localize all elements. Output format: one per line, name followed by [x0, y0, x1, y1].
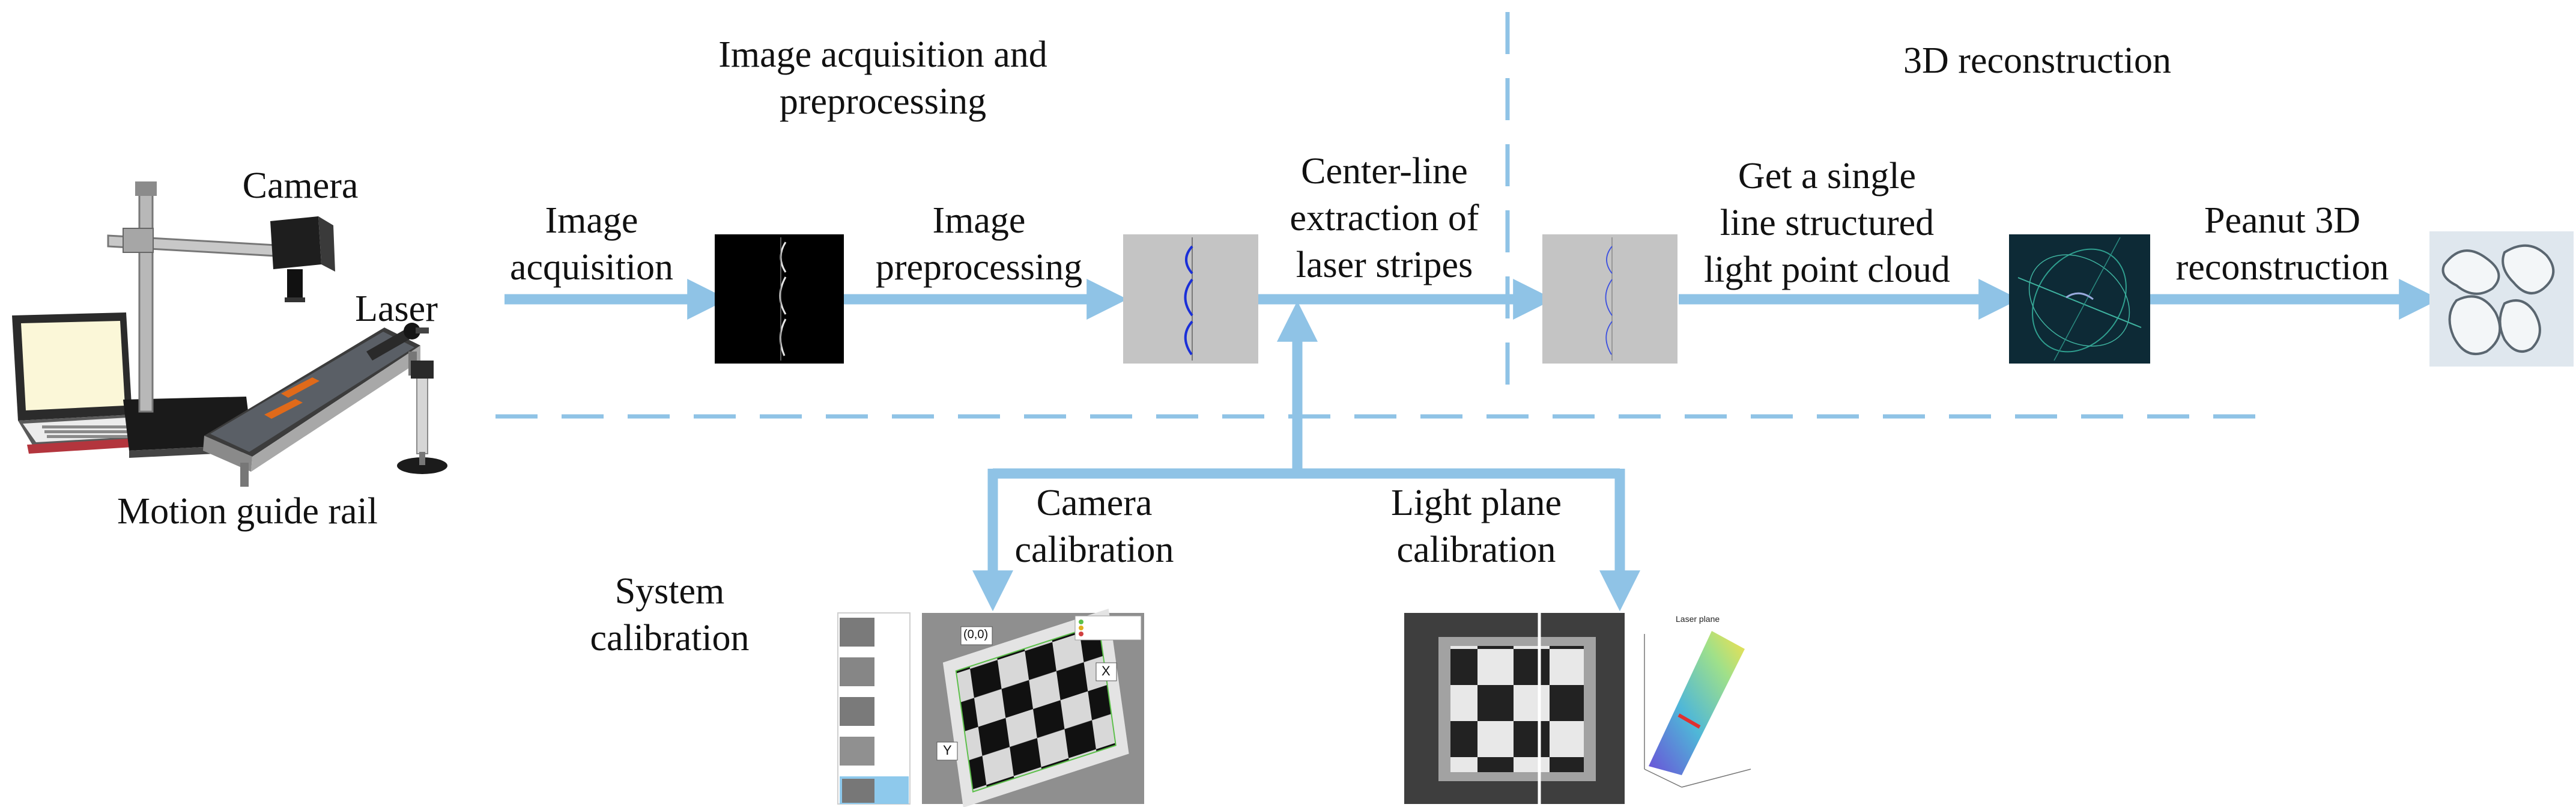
acquired-laser-image	[715, 234, 844, 364]
laser-icon	[366, 323, 447, 474]
camera-icon	[270, 216, 335, 302]
laser-plane-plot-title: Laser plane	[1676, 614, 1720, 624]
preprocessed-laser-image	[1123, 234, 1258, 364]
origin-marker-label: (0,0)	[963, 628, 989, 641]
light-plane-calibration-label: Light plane calibration	[1390, 483, 1562, 570]
laser-plane-plot	[1625, 613, 1757, 804]
image-acquisition-label: Image acquisition	[509, 200, 674, 288]
image-preprocessing-label: Image preprocessing	[875, 200, 1083, 288]
peanut-3d-model-image	[2429, 231, 2574, 367]
y-axis-marker-label: Y	[943, 743, 952, 758]
laser-label: Laser	[355, 288, 438, 329]
centerline-image	[1542, 234, 1677, 364]
point-cloud-label: Get a single line structured light point…	[1704, 156, 1950, 290]
camera-calibration-image-list	[837, 612, 911, 805]
point-cloud-image	[2009, 234, 2150, 364]
hardware-rig-illustration	[12, 181, 447, 487]
motion-guide-rail-label: Motion guide rail	[117, 491, 378, 532]
camera-calibration-checkerboard	[922, 608, 1144, 807]
reconstruction-stage-title: 3D reconstruction	[1903, 40, 2171, 81]
centerline-extraction-label: Center-line extraction of laser stripes	[1290, 151, 1479, 285]
camera-label: Camera	[242, 165, 359, 206]
light-plane-checkerboard	[1404, 613, 1629, 804]
system-calibration-title: System calibration	[590, 571, 750, 659]
peanut-reconstruction-label: Peanut 3D reconstruction	[2175, 200, 2389, 288]
camera-stand-post	[138, 185, 154, 413]
motion-guide-rail-icon	[203, 327, 420, 487]
x-axis-marker-label: X	[1102, 663, 1111, 678]
camera-calibration-label: Camera calibration	[1014, 483, 1174, 570]
laptop-icon	[12, 312, 151, 454]
acquisition-stage-title: Image acquisition and preprocessing	[718, 34, 1047, 122]
